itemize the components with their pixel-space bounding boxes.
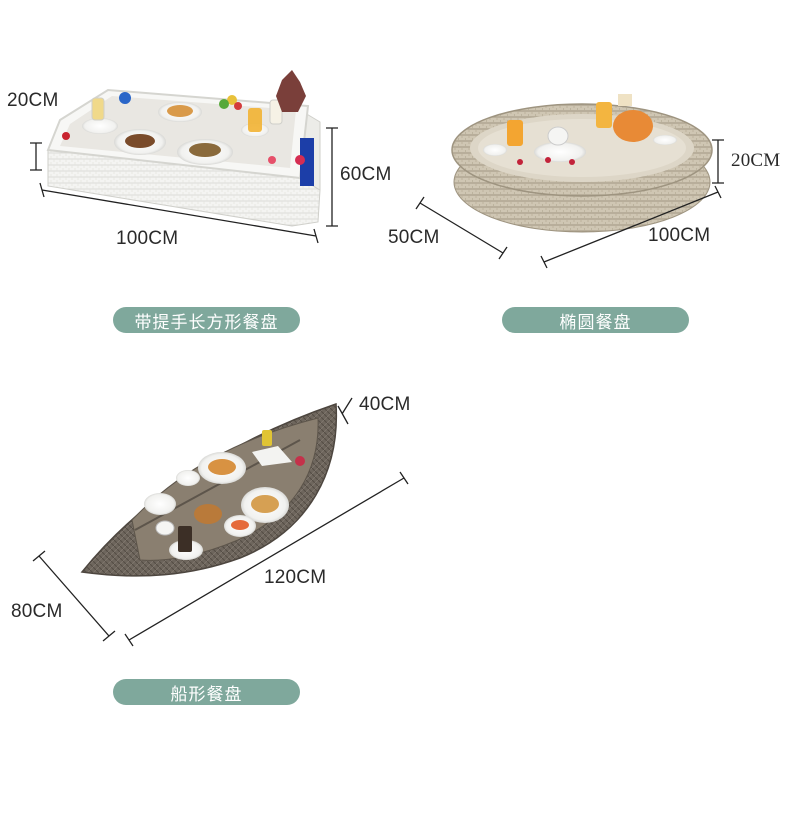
dimension-lines bbox=[30, 127, 724, 647]
rect-width-label: 60CM bbox=[340, 164, 392, 185]
oval-height-label: 20CM bbox=[731, 150, 781, 171]
boat-length-label: 120CM bbox=[264, 567, 327, 588]
boat-tray-label: 船形餐盘 bbox=[113, 679, 300, 705]
oval-length-label: 100CM bbox=[648, 225, 711, 246]
boat-tray-photo bbox=[80, 402, 338, 577]
oval-tray-photo bbox=[451, 94, 713, 233]
boat-height-label: 40CM bbox=[359, 394, 411, 415]
rect-tray-photo bbox=[46, 70, 321, 227]
rect-height-label: 20CM bbox=[7, 90, 59, 111]
rect-length-label: 100CM bbox=[116, 228, 179, 249]
boat-width-label: 80CM bbox=[11, 601, 63, 622]
oval-width-label: 50CM bbox=[388, 227, 440, 248]
oval-tray-label: 椭圆餐盘 bbox=[502, 307, 689, 333]
rect-tray-label: 带提手长方形餐盘 bbox=[113, 307, 300, 333]
